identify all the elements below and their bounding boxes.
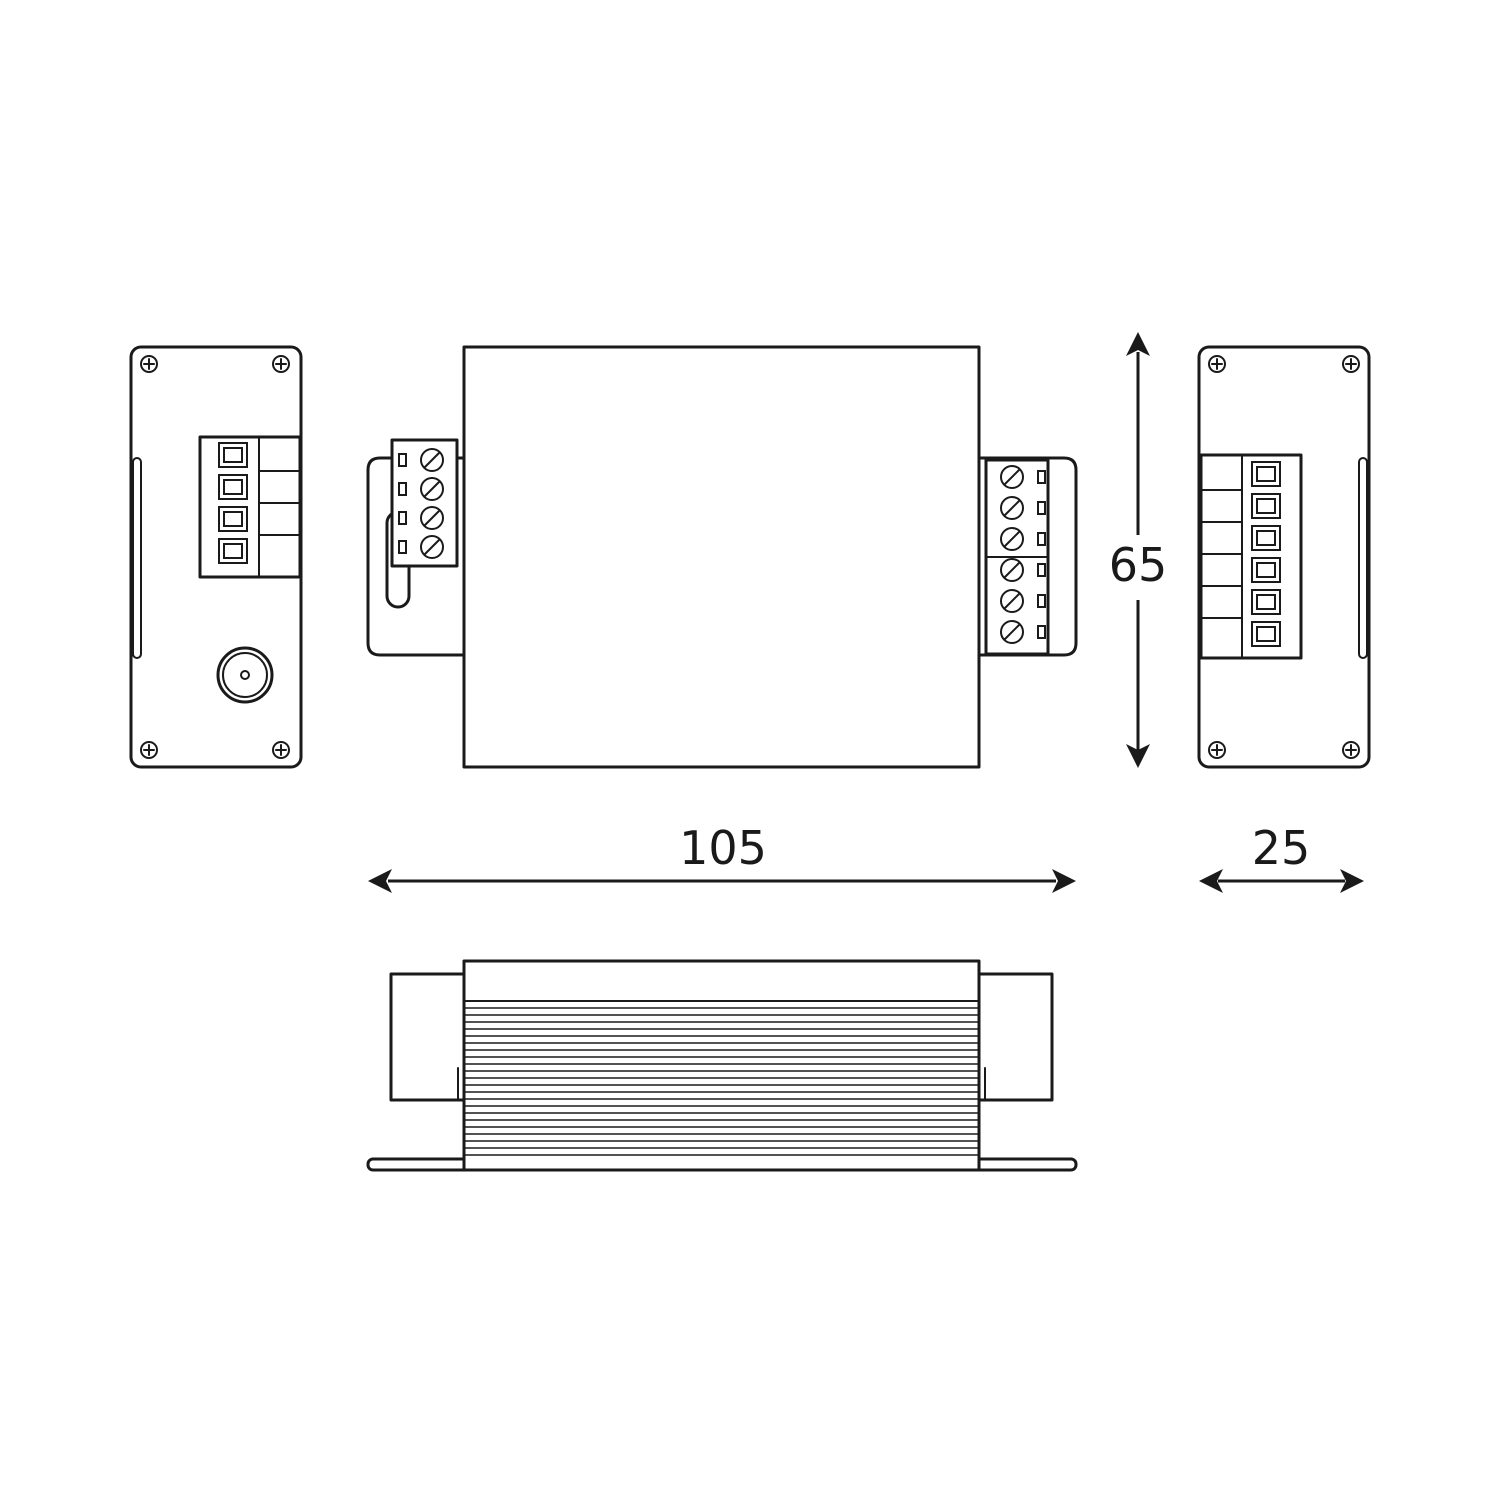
depth-dimension: 25 — [1199, 821, 1364, 893]
heatsink-fins — [464, 1007, 979, 1156]
screw-icon — [1342, 355, 1360, 373]
screw-icon — [140, 741, 158, 759]
screw-icon — [1342, 741, 1360, 759]
terminal-screw-icon — [398, 477, 444, 501]
side-right-terminal — [977, 972, 1054, 1102]
terminal-screw-icon — [1000, 620, 1046, 644]
terminal-screw-icon — [1000, 589, 1046, 613]
screw-icon — [1208, 355, 1226, 373]
length-label: 105 — [679, 821, 767, 875]
wire-socket — [218, 474, 248, 500]
housing-body — [462, 345, 981, 769]
terminal-screw-icon — [1000, 527, 1046, 551]
wire-socket — [218, 506, 248, 532]
arrow-right-icon — [1340, 869, 1364, 893]
terminal-screw-icon — [1000, 558, 1046, 582]
wire-socket — [218, 442, 248, 468]
right-terminal-block — [1199, 453, 1303, 660]
wire-socket — [1251, 557, 1281, 583]
left-end-slot — [132, 457, 142, 659]
right-end-slot — [1358, 457, 1368, 659]
arrow-up-icon — [1126, 332, 1150, 356]
front-view — [366, 345, 1078, 769]
heatsink-body — [462, 959, 981, 1172]
right-end-screws — [1208, 355, 1360, 759]
side-view — [366, 959, 1078, 1172]
screw-icon — [140, 355, 158, 373]
terminal-screw-icon — [398, 535, 444, 559]
height-dimension: 65 — [1109, 332, 1168, 768]
height-label: 65 — [1109, 538, 1168, 592]
wire-socket — [1251, 461, 1281, 487]
arrow-down-icon — [1126, 744, 1150, 768]
screw-icon — [272, 355, 290, 373]
left-end-screws — [140, 355, 290, 759]
screw-icon — [1208, 741, 1226, 759]
arrow-left-icon — [368, 869, 392, 893]
wire-socket — [1251, 493, 1281, 519]
terminal-screw-icon — [1000, 465, 1046, 489]
wire-socket — [1251, 525, 1281, 551]
left-terminal-block — [198, 435, 302, 579]
dc-jack — [216, 646, 274, 704]
length-dimension: 105 — [368, 821, 1076, 893]
front-right-screw-terminal — [984, 458, 1050, 656]
side-left-terminal — [389, 972, 466, 1102]
terminal-screw-icon — [1000, 496, 1046, 520]
arrow-left-icon — [1199, 869, 1223, 893]
wire-socket — [1251, 621, 1281, 647]
wire-socket — [1251, 589, 1281, 615]
left-end-view — [129, 345, 303, 769]
terminal-screw-icon — [398, 506, 444, 530]
terminal-screw-icon — [398, 448, 444, 472]
arrow-right-icon — [1052, 869, 1076, 893]
depth-label: 25 — [1252, 821, 1311, 875]
wire-socket — [218, 538, 248, 564]
front-left-screw-terminal — [390, 438, 459, 568]
right-end-view — [1197, 345, 1371, 769]
screw-icon — [272, 741, 290, 759]
